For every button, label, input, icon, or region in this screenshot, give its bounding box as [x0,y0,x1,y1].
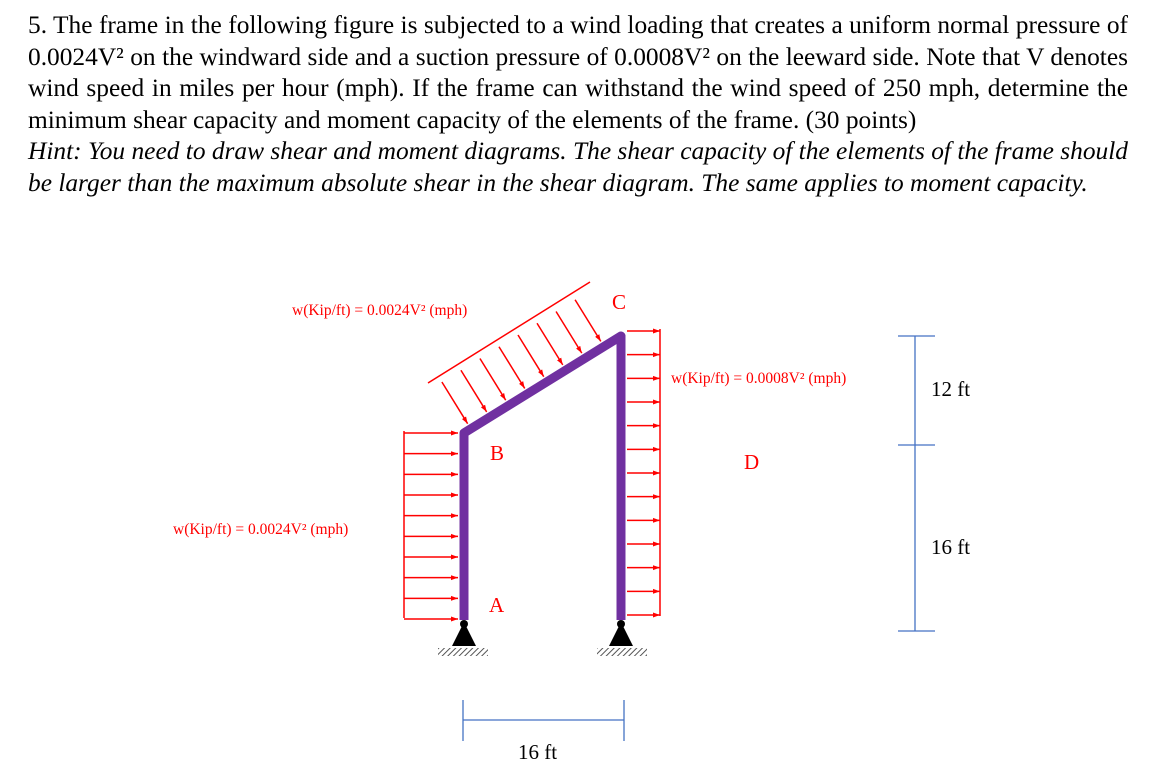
node-label-c: C [612,290,626,314]
node-label-b: B [490,441,504,465]
roof-load-arrow [574,299,602,342]
dimension-label-upper: 12 ft [931,377,970,401]
roof-load-arrow [517,334,545,378]
problem-hint: Hint: You need to draw shear and moment … [28,137,1128,197]
support-d [597,620,647,656]
windward-load-label: w(Kip/ft) = 0.0024V² (mph) [173,521,348,538]
leeward-column-load [627,328,661,618]
horizontal-dimension [462,700,625,741]
support-a [438,620,488,656]
leeward-load-label: w(Kip/ft) = 0.0008V² (mph) [671,370,846,387]
frame-members [459,331,626,620]
roof-load-label: w(Kip/ft) = 0.0024V² (mph) [292,302,467,319]
roof-load-arrow [479,358,507,401]
roof-load-arrows [441,299,602,425]
roof-load-arrow [441,381,469,425]
dimension-label-lower: 16 ft [931,535,970,559]
node-label-a: A [489,593,505,617]
problem-text: 5. The frame in the following figure is … [28,10,1128,199]
member-bc [459,331,626,438]
roof-load [427,281,602,425]
vertical-dimension [898,335,935,632]
roof-load-arrow [460,369,488,413]
roof-load-arrow [498,346,526,389]
roof-load-arrow [536,322,564,366]
problem-statement: 5. The frame in the following figure is … [28,11,1128,134]
dimension-label-span: 16 ft [518,740,557,764]
windward-load-arrows [404,430,458,622]
roof-load-arrow [555,311,583,354]
node-label-d: D [744,450,759,474]
leeward-load-arrows [627,328,660,618]
windward-column-load [403,430,458,622]
